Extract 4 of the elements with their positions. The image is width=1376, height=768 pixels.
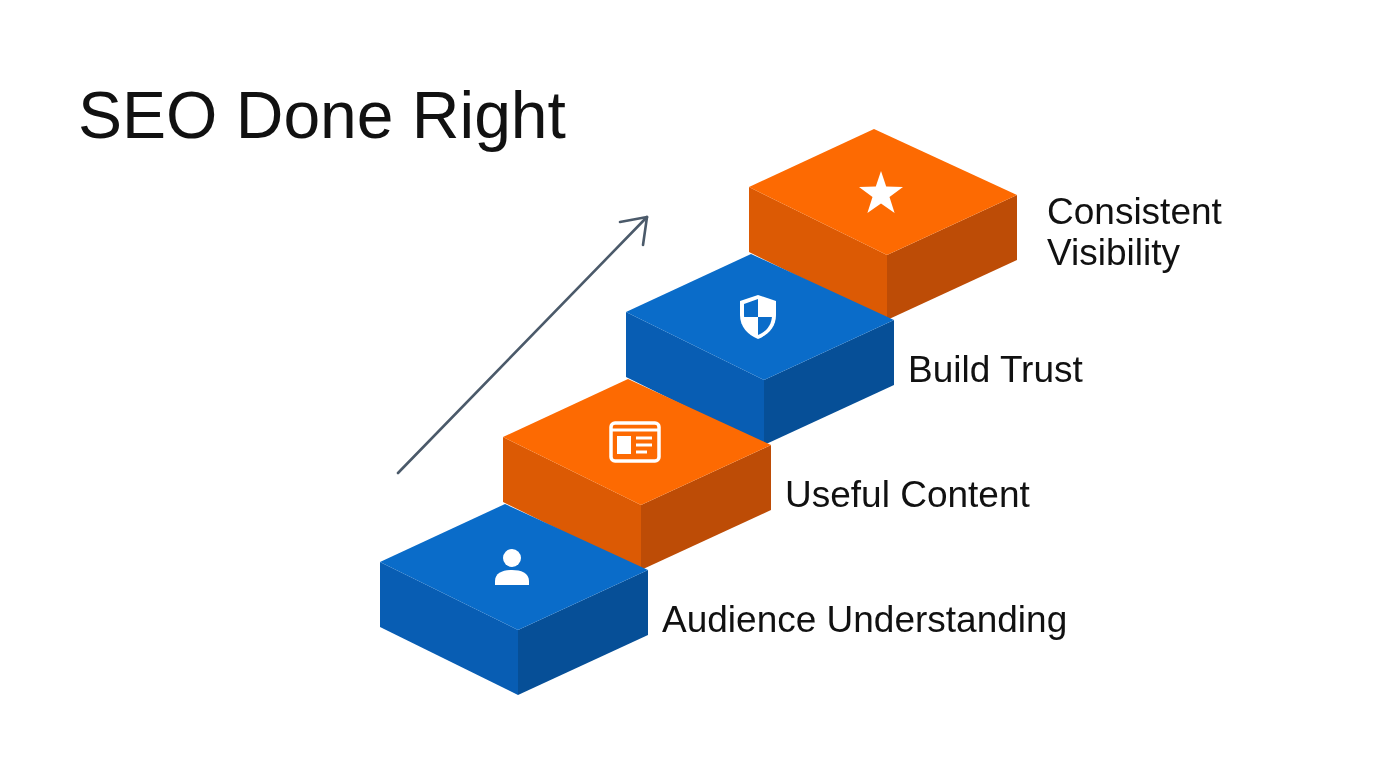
step-label: Audience Understanding <box>662 599 1068 641</box>
step-label: Build Trust <box>908 349 1083 391</box>
step-label: Consistent Visibility <box>1047 192 1223 274</box>
step-label: Useful Content <box>785 474 1030 516</box>
